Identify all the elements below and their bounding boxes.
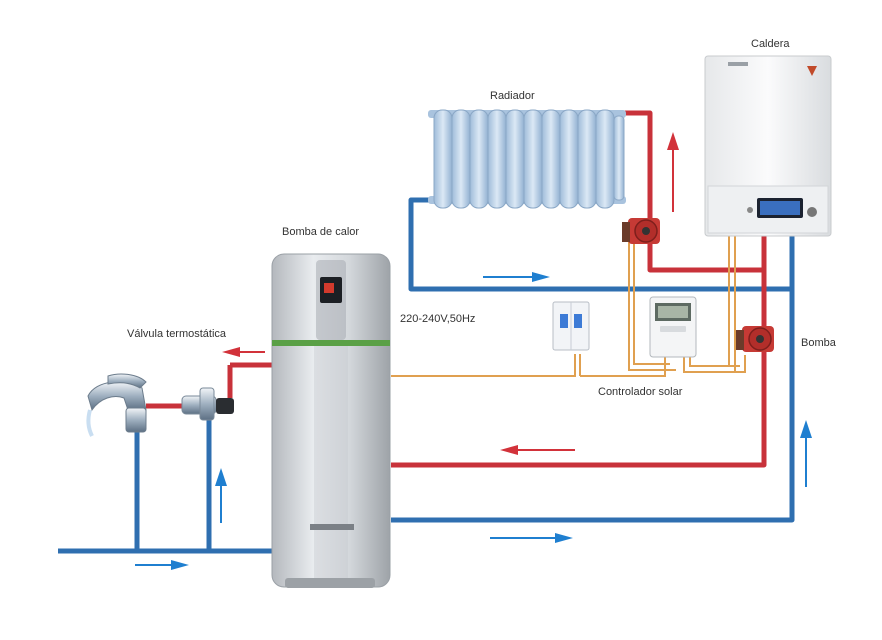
arrow-right-blue-supply	[135, 560, 189, 570]
radiator-pump	[622, 218, 660, 244]
boiler-knob-left	[747, 207, 753, 213]
arrow-left-red	[500, 445, 575, 455]
cold-water-pipes	[58, 197, 795, 554]
circuit-breaker	[552, 301, 590, 351]
signal-wires	[391, 235, 746, 377]
radiator	[428, 109, 626, 209]
thermostatic-valve	[181, 387, 234, 421]
radiator-return-pipe	[408, 197, 792, 292]
arrow-up-red	[667, 132, 679, 212]
label-boiler: Caldera	[751, 38, 790, 50]
arrow-up-blue-valve	[215, 468, 227, 523]
solar-controller-unit	[649, 296, 697, 358]
arrow-left-red-valve	[222, 347, 265, 357]
boiler-supply-pipe	[391, 235, 767, 468]
arrow-up-blue-right	[800, 420, 812, 487]
boiler-knob-right	[807, 207, 817, 217]
boiler-return-pipe	[391, 235, 795, 523]
label-radiator: Radiador	[490, 90, 535, 102]
boiler-circulation-pump	[736, 326, 774, 352]
radiator-supply-pipe	[622, 110, 764, 273]
label-pump: Bomba	[801, 337, 836, 349]
label-voltage: 220-240V,50Hz	[400, 313, 476, 325]
faucet	[86, 373, 147, 437]
boiler	[704, 55, 832, 237]
heat-pump-tank	[271, 253, 391, 588]
label-solar-controller: Controlador solar	[598, 386, 683, 398]
label-heat-pump: Bomba de calor	[282, 226, 360, 238]
label-thermostatic-valve: Válvula termostática	[127, 328, 227, 340]
arrow-right-blue-radiator	[483, 272, 550, 282]
hot-water-pipes	[146, 110, 767, 468]
arrow-right-blue-bottom	[490, 533, 573, 543]
flow-arrows	[135, 132, 812, 570]
